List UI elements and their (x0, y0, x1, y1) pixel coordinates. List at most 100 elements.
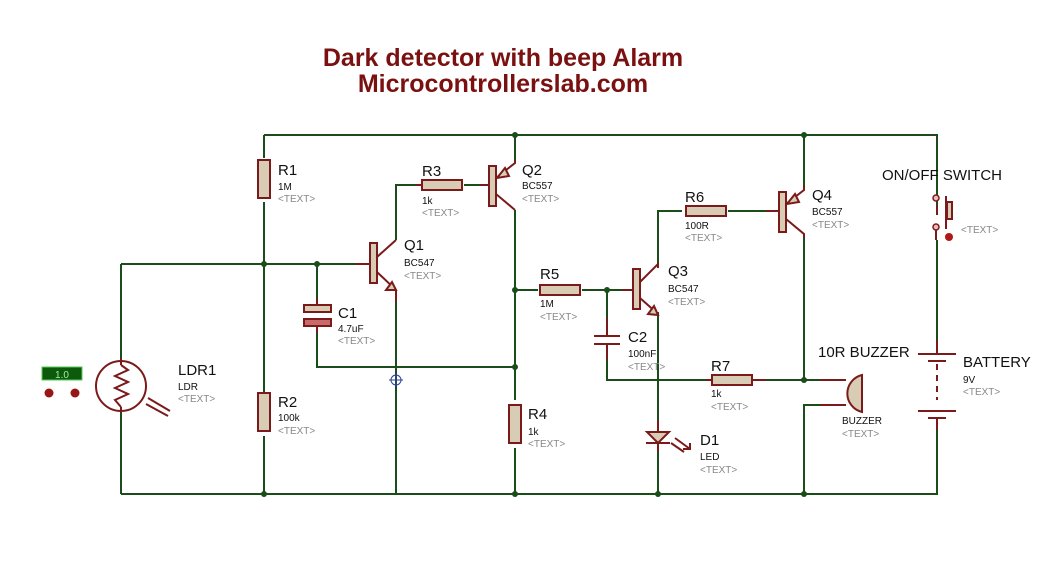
d1-ref: D1 (700, 432, 719, 449)
r1-value: 1M (278, 182, 292, 193)
q4-text: <TEXT> (812, 220, 849, 231)
r4-text: <TEXT> (528, 439, 565, 450)
crosshair-icon (389, 373, 403, 387)
ldr-increment-button[interactable] (70, 388, 80, 398)
r2-ref: R2 (278, 394, 297, 411)
r3-ref: R3 (422, 163, 441, 180)
q3-ref: Q3 (668, 263, 688, 280)
transistor-q4[interactable]: Q4 BC557 <TEXT> (766, 186, 849, 238)
ldr1-value: LDR (178, 382, 198, 393)
r4-ref: R4 (528, 406, 547, 423)
wire-top-rail (264, 134, 938, 215)
q4-ref: Q4 (812, 187, 832, 204)
r4-value: 1k (528, 427, 540, 438)
transistor-q1[interactable]: Q1 BC547 <TEXT> (356, 237, 441, 302)
title-line-1: Dark detector with beep Alarm (323, 44, 683, 72)
title-line-2: Microcontrollerslab.com (358, 70, 648, 98)
r7-ref: R7 (711, 358, 730, 375)
battery-ref: BATTERY (963, 354, 1031, 371)
capacitor-c2[interactable]: C2 100nF <TEXT> (594, 318, 665, 373)
led-d1[interactable]: D1 LED <TEXT> (644, 420, 737, 476)
ldr-light-meter: 1.0 (41, 366, 83, 381)
r7-text: <TEXT> (711, 402, 748, 413)
q3-value: BC547 (668, 284, 699, 295)
junction (655, 491, 661, 497)
junction (512, 364, 518, 370)
junction (801, 377, 807, 383)
r6-text: <TEXT> (685, 233, 722, 244)
r2-text: <TEXT> (278, 426, 315, 437)
ldr-decrement-button[interactable] (44, 388, 54, 398)
q3-text: <TEXT> (668, 297, 705, 308)
r5-value: 1M (540, 299, 554, 310)
r5-ref: R5 (540, 266, 559, 283)
resistor-r1[interactable]: R1 1M <TEXT> (257, 159, 315, 205)
buzzer[interactable]: 10R BUZZER BUZZER <TEXT> (818, 344, 910, 440)
resistor-r6[interactable]: R6 100R <TEXT> (685, 189, 727, 244)
junction (512, 132, 518, 138)
junctions (261, 132, 807, 497)
r6-ref: R6 (685, 189, 704, 206)
junction (801, 132, 807, 138)
c1-value: 4.7uF (338, 324, 364, 335)
q1-ref: Q1 (404, 237, 424, 254)
transistor-q3[interactable]: Q3 BC547 <TEXT> (622, 261, 705, 317)
junction (512, 287, 518, 293)
c2-text: <TEXT> (628, 362, 665, 373)
c1-text: <TEXT> (338, 336, 375, 347)
q2-ref: Q2 (522, 162, 542, 179)
q1-text: <TEXT> (404, 271, 441, 282)
battery-text: <TEXT> (963, 387, 1000, 398)
resistor-r5[interactable]: R5 1M <TEXT> (539, 266, 581, 323)
wires (120, 134, 938, 495)
c2-value: 100nF (628, 349, 656, 360)
r3-value: 1k (422, 196, 434, 207)
junction (261, 261, 267, 267)
d1-value: LED (700, 452, 719, 463)
battery[interactable]: BATTERY 9V <TEXT> (918, 340, 1031, 430)
resistor-r2[interactable]: R2 100k <TEXT> (257, 392, 315, 437)
buzzer-text: <TEXT> (842, 429, 879, 440)
q2-value: BC557 (522, 181, 553, 192)
d1-text: <TEXT> (700, 465, 737, 476)
wire-bottom-rail (121, 420, 938, 495)
c2-ref: C2 (628, 329, 647, 346)
junction (314, 261, 320, 267)
wire-q3-collector (657, 210, 682, 268)
r1-ref: R1 (278, 162, 297, 179)
resistor-r3[interactable]: R3 1k <TEXT> (416, 163, 463, 219)
buzzer-ref: 10R BUZZER (818, 344, 910, 361)
ldr-meter-value: 1.0 (55, 370, 69, 381)
wire-buzzer-return (803, 404, 830, 494)
battery-value: 9V (963, 375, 976, 386)
q2-text: <TEXT> (522, 194, 559, 205)
ldr-ldr1[interactable]: LDR1 LDR <TEXT> (95, 358, 216, 417)
wire-q1-collector (395, 184, 420, 240)
ldr1-text: <TEXT> (178, 394, 215, 405)
buzzer-value: BUZZER (842, 416, 882, 427)
on-off-switch[interactable]: ON/OFF SWITCH <TEXT> (882, 167, 1002, 241)
resistor-r4[interactable]: R4 1k <TEXT> (508, 404, 565, 450)
r5-text: <TEXT> (540, 312, 577, 323)
resistor-r7[interactable]: R7 1k <TEXT> (706, 358, 766, 413)
q4-value: BC557 (812, 207, 843, 218)
ldr1-ref: LDR1 (178, 362, 216, 379)
junction (801, 491, 807, 497)
q1-value: BC547 (404, 258, 435, 269)
c1-ref: C1 (338, 305, 357, 322)
r3-text: <TEXT> (422, 208, 459, 219)
switch-ref: ON/OFF SWITCH (882, 167, 1002, 184)
r2-value: 100k (278, 413, 301, 424)
junction (604, 287, 610, 293)
junction (512, 491, 518, 497)
switch-text: <TEXT> (961, 225, 998, 236)
junction (261, 491, 267, 497)
r1-text: <TEXT> (278, 194, 315, 205)
wire-c1-bottom (316, 332, 515, 368)
switch-toggle-button[interactable] (945, 233, 953, 241)
capacitor-c1[interactable]: C1 4.7uF <TEXT> (303, 298, 375, 347)
r7-value: 1k (711, 389, 723, 400)
r6-value: 100R (685, 221, 709, 232)
transistor-q2[interactable]: Q2 BC557 <TEXT> (480, 160, 559, 211)
